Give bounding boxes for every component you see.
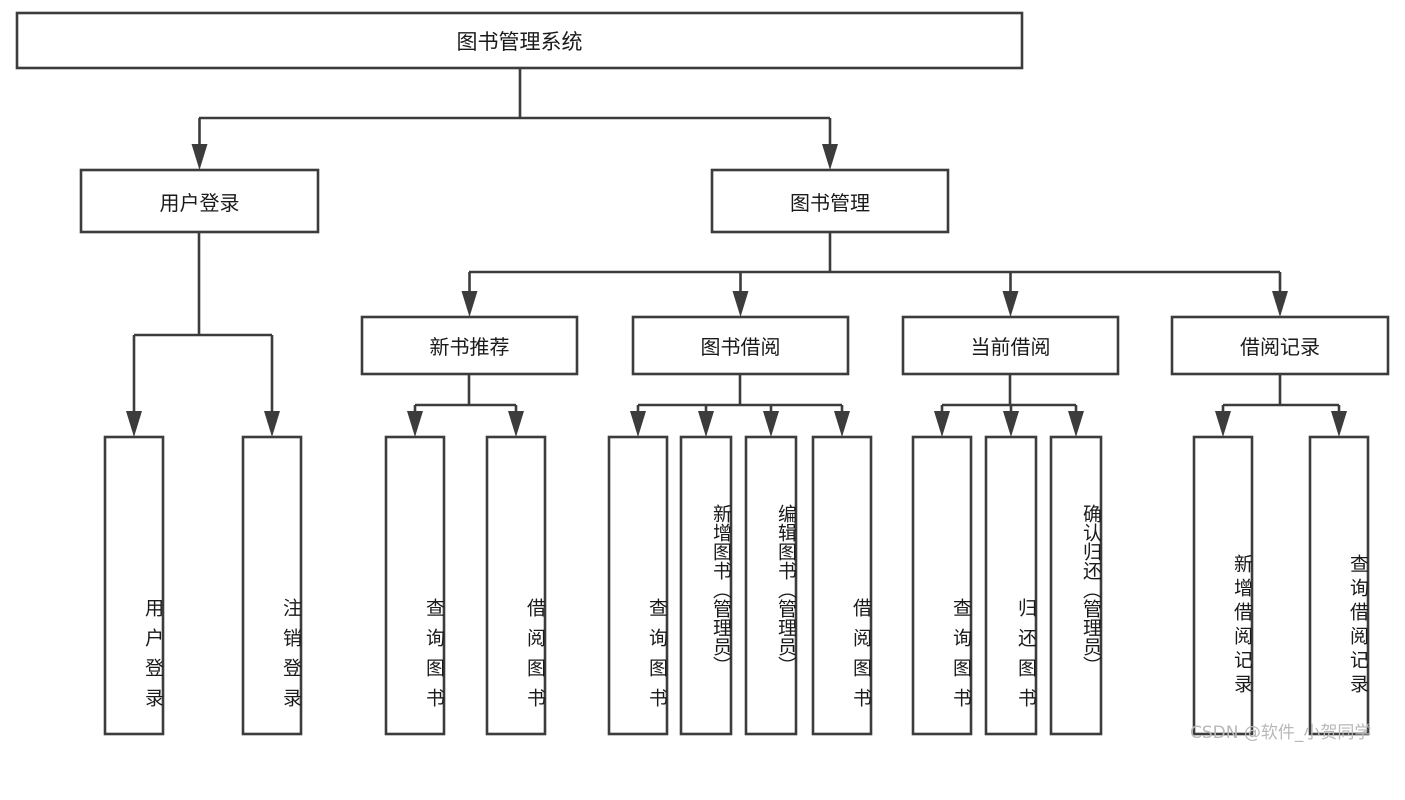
connector-group-bar-borrow-record xyxy=(1223,374,1339,407)
connector-group-bar-book-management xyxy=(469,232,1280,274)
connector-drop-leaf-borrow-book-recommend xyxy=(508,405,524,437)
node-box-leaf-query-borrow-record[interactable] xyxy=(1308,435,1370,736)
arrow-head-icon xyxy=(1331,411,1347,437)
node-box-leaf-add-borrow-record[interactable] xyxy=(1192,435,1254,736)
node-box-leaf-logout[interactable] xyxy=(241,435,303,736)
connector-group-bar-root xyxy=(199,68,830,120)
connector-drop-leaf-edit-book xyxy=(763,405,779,437)
node-box-leaf-return-book[interactable] xyxy=(984,435,1038,736)
node-box-leaf-add-book[interactable] xyxy=(679,435,733,736)
arrow-head-icon xyxy=(1002,291,1019,317)
node-box-leaf-user-login[interactable] xyxy=(103,435,165,736)
connector-drop-leaf-confirm-return xyxy=(1068,405,1084,437)
connector-drop-new-book-recommend xyxy=(461,272,478,317)
node-box-leaf-query-book-borrow[interactable] xyxy=(607,435,669,736)
arrow-head-icon xyxy=(1272,291,1288,317)
node-box-borrow-record[interactable] xyxy=(1170,315,1390,376)
node-box-book-management[interactable] xyxy=(710,168,950,234)
arrow-head-icon xyxy=(126,411,142,437)
arrow-head-icon xyxy=(834,411,850,437)
arrow-head-icon xyxy=(934,411,950,437)
connector-group-bar-new-book-recommend xyxy=(415,374,516,407)
box-layer xyxy=(15,11,1390,736)
connector-drop-leaf-user-login xyxy=(126,335,142,437)
connector-drop-book-borrow xyxy=(732,272,749,317)
connector-drop-borrow-record xyxy=(1272,272,1288,317)
diagram-svg xyxy=(15,11,1390,736)
diagram-canvas: 图书管理系统用户登录图书管理新书推荐图书借阅当前借阅借阅记录用户登录注销登录查询… xyxy=(15,11,1390,743)
connector-drop-user-login xyxy=(191,118,208,170)
connector-drop-leaf-query-borrow-record xyxy=(1331,405,1347,437)
node-box-new-book-recommend[interactable] xyxy=(360,315,579,376)
node-box-book-borrow[interactable] xyxy=(631,315,850,376)
connector-drop-leaf-add-book xyxy=(698,405,714,437)
arrow-head-icon xyxy=(698,411,714,437)
connector-drop-leaf-logout xyxy=(264,335,280,437)
node-box-leaf-edit-book[interactable] xyxy=(744,435,798,736)
arrow-head-icon xyxy=(1215,411,1231,437)
arrow-head-icon xyxy=(1003,411,1019,437)
node-box-leaf-query-book-current[interactable] xyxy=(911,435,973,736)
connector-group-bar-book-borrow xyxy=(638,374,842,407)
connector-group-bar-current-borrow xyxy=(942,374,1076,407)
connector-group-bar-user-login xyxy=(134,232,272,337)
arrow-head-icon xyxy=(508,411,524,437)
arrow-head-icon xyxy=(461,291,478,317)
arrow-head-icon xyxy=(407,411,423,437)
connector-drop-leaf-borrow-book xyxy=(834,405,850,437)
arrow-head-icon xyxy=(191,144,208,170)
node-box-leaf-query-book-recommend[interactable] xyxy=(384,435,446,736)
node-box-leaf-confirm-return[interactable] xyxy=(1049,435,1103,736)
connector-drop-book-management xyxy=(822,118,838,170)
connector-drop-leaf-query-book-borrow xyxy=(630,405,646,437)
connector-drop-leaf-return-book xyxy=(1003,405,1019,437)
arrow-head-icon xyxy=(1068,411,1084,437)
node-box-user-login[interactable] xyxy=(79,168,320,234)
connector-drop-leaf-add-borrow-record xyxy=(1215,405,1231,437)
arrow-head-icon xyxy=(264,411,280,437)
connector-drop-current-borrow xyxy=(1002,272,1019,317)
arrow-head-icon xyxy=(630,411,646,437)
connector-drop-leaf-query-book-current xyxy=(934,405,950,437)
arrow-head-icon xyxy=(763,411,779,437)
node-box-current-borrow[interactable] xyxy=(901,315,1120,376)
connector-layer xyxy=(126,68,1347,437)
node-box-leaf-borrow-book[interactable] xyxy=(811,435,873,736)
node-box-leaf-borrow-book-recommend[interactable] xyxy=(485,435,547,736)
arrow-head-icon xyxy=(732,291,749,317)
connector-drop-leaf-query-book-recommend xyxy=(407,405,423,437)
arrow-head-icon xyxy=(822,144,838,170)
node-box-root[interactable] xyxy=(15,11,1024,70)
